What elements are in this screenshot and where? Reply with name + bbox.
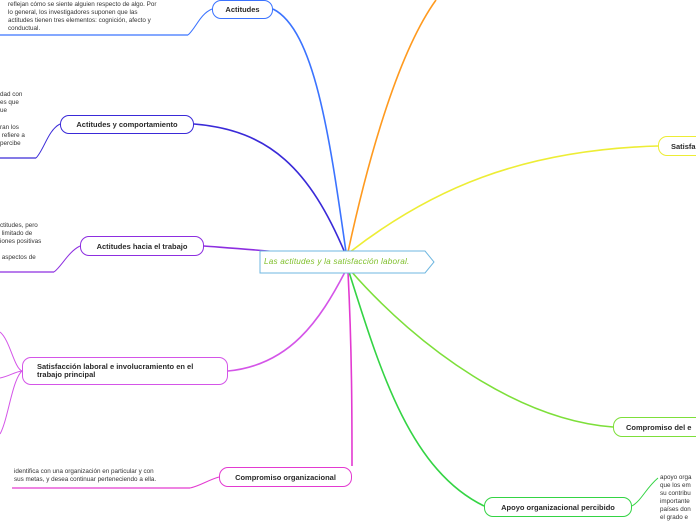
- connector-compromiso-note: [189, 476, 220, 489]
- branch-apoyo: [348, 271, 485, 507]
- connector-apoyo-note: [631, 477, 659, 507]
- note-actitudes: reflejan cómo se siente alguien respecto…: [8, 1, 157, 32]
- note-compromiso: identifica con una organización en parti…: [14, 468, 157, 483]
- node-satisfaccion-right[interactable]: Satisfa: [658, 136, 696, 156]
- branch-satisfaccion-inv: [227, 271, 346, 372]
- branch-comportamiento: [193, 123, 346, 254]
- node-compromiso-organizacional-label: Compromiso organizacional: [235, 472, 336, 482]
- central-topic-label: Las actitudes y la satisfacción laboral.: [264, 257, 410, 266]
- branch-compromiso-e: [349, 269, 614, 428]
- node-apoyo-organizacional[interactable]: Apoyo organizacional percibido: [484, 497, 632, 517]
- node-actitudes-trabajo-label: Actitudes hacia el trabajo: [96, 241, 188, 251]
- branch-orange: [347, 0, 437, 253]
- node-actitudes-comportamiento-label: Actitudes y comportamiento: [76, 120, 178, 129]
- connector-trabajo-note: [53, 245, 81, 273]
- node-compromiso-empleado[interactable]: Compromiso del e: [613, 417, 696, 437]
- branch-compromiso: [347, 271, 353, 467]
- node-satisfaccion-right-label: Satisfa: [671, 141, 696, 151]
- note-trabajo-b: aspectos de: [0, 254, 36, 261]
- branch-actitudes: [272, 8, 347, 253]
- node-actitudes-comportamiento[interactable]: Actitudes y comportamiento: [60, 115, 194, 134]
- connector-satisfaccion-inv-a: [0, 331, 23, 372]
- node-actitudes-trabajo[interactable]: Actitudes hacia el trabajo: [80, 236, 204, 256]
- node-satisfaccion-involucramiento-label: Satisfacción laboral e involucramiento e…: [37, 361, 194, 379]
- note-comportamiento-a: dad con es que ue: [0, 91, 23, 114]
- central-topic[interactable]: Las actitudes y la satisfacción laboral.: [259, 250, 435, 274]
- branch-satisfaccion-r: [349, 145, 659, 253]
- connector-actitudes-note: [187, 8, 213, 36]
- connector-satisfaccion-inv-c: [0, 370, 23, 435]
- node-actitudes[interactable]: Actitudes: [212, 0, 273, 19]
- node-compromiso-empleado-label: Compromiso del e: [626, 422, 692, 432]
- note-comportamiento-b: ran los refiere a percibe: [0, 124, 25, 147]
- node-apoyo-organizacional-label: Apoyo organizacional percibido: [501, 502, 615, 512]
- node-satisfaccion-involucramiento[interactable]: Satisfacción laboral e involucramiento e…: [22, 357, 228, 385]
- connector-satisfaccion-inv-b: [0, 370, 23, 379]
- node-actitudes-label: Actitudes: [225, 5, 260, 14]
- note-trabajo-a: ctitudes, pero limitado de iones positiv…: [0, 222, 42, 245]
- node-compromiso-organizacional[interactable]: Compromiso organizacional: [219, 467, 352, 487]
- note-apoyo: apoyo orga que los em su contribu import…: [660, 474, 692, 521]
- connector-comportamiento-note: [35, 123, 61, 159]
- central-topic-shape: [259, 250, 435, 274]
